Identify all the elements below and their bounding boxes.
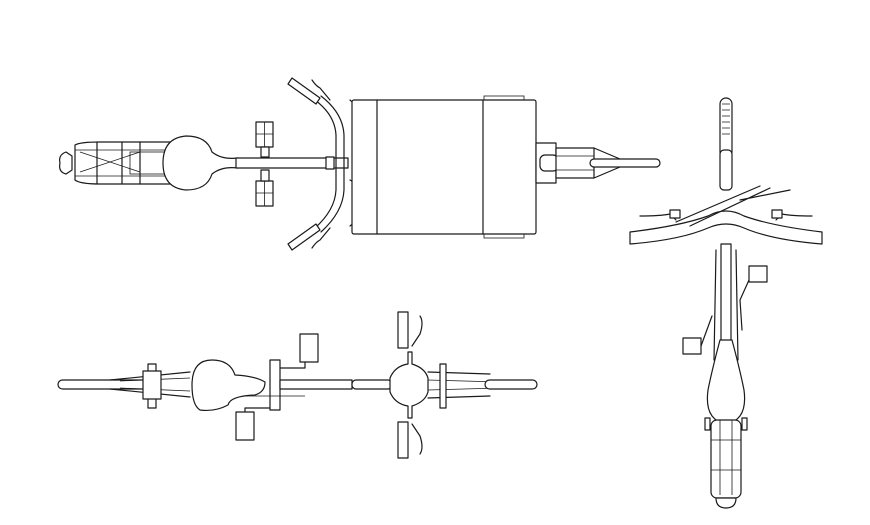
bicycle-top-view-horizontal: [57, 311, 538, 459]
front-wheel-icon: [535, 142, 661, 184]
pedal-right: [748, 265, 768, 283]
top-tube: [279, 379, 353, 390]
handlebar-icon: [629, 185, 823, 245]
cargo-box-icon: [351, 95, 537, 239]
handlebar-icon: [389, 311, 429, 459]
pedals-icon: [255, 121, 274, 207]
saddle-icon: [706, 339, 746, 425]
rear-rack-icon: [59, 141, 171, 185]
pedal-bottom: [235, 411, 255, 441]
bicycle-top-view-vertical: [629, 97, 823, 509]
saddle-icon: [191, 359, 266, 412]
rear-rack-icon: [704, 417, 748, 509]
top-tube: [235, 157, 349, 169]
saddle-icon: [162, 135, 239, 191]
pedal-top: [299, 333, 319, 363]
front-wheel: [484, 379, 538, 390]
cargo-bike-top-view: [59, 77, 661, 251]
pedal-left: [682, 337, 702, 355]
